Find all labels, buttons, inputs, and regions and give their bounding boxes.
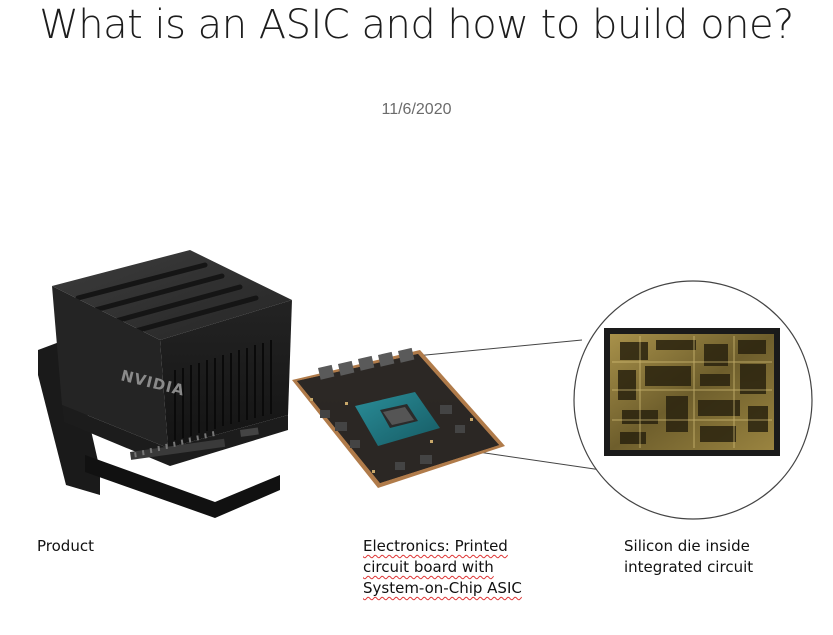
zoom-line-top bbox=[404, 339, 583, 358]
product-device-image: NVIDIA bbox=[38, 250, 292, 518]
caption-electronics: Electronics: Printed circuit board with … bbox=[363, 537, 522, 597]
page-title: What is an ASIC and how to build one? bbox=[39, 2, 794, 48]
asic-illustration: NVIDIA bbox=[38, 250, 813, 520]
asic-figure: NVIDIA bbox=[0, 240, 833, 635]
pcb-image bbox=[292, 347, 505, 488]
caption-silicon: Silicon die inside integrated circuit bbox=[624, 537, 754, 576]
post-date: 11/6/2020 bbox=[381, 101, 452, 118]
silicon-die-zoom bbox=[573, 280, 813, 520]
caption-product: Product bbox=[37, 537, 94, 555]
